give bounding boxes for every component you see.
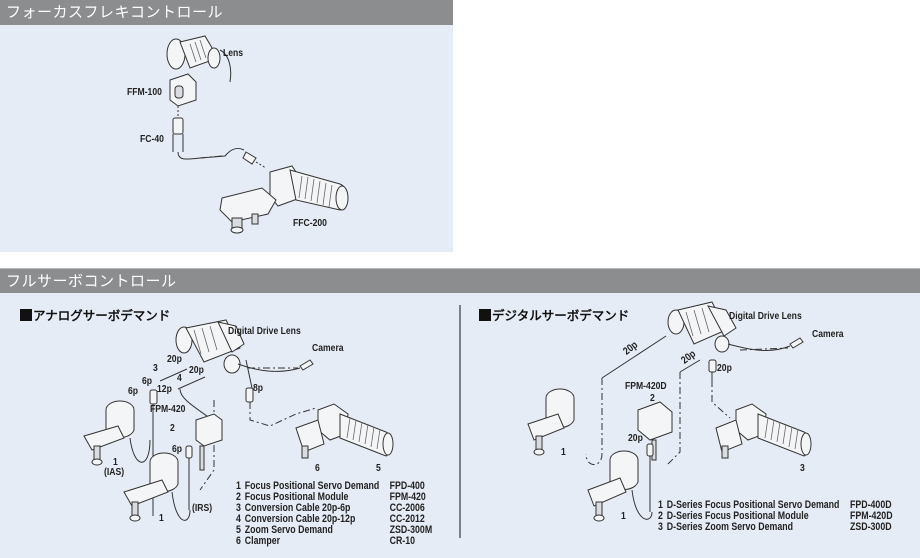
analog-servo-diagram bbox=[0, 0, 460, 558]
full-servo-title: フルサーボコントロール bbox=[6, 272, 177, 290]
legend-row: 5 Zoom Servo Demand bbox=[236, 525, 333, 536]
analog-callout-2: 2 bbox=[170, 422, 175, 434]
lens-illustration bbox=[167, 36, 231, 82]
legend-row: 2 Focus Positional Module bbox=[236, 492, 348, 503]
fpm-420-illustration bbox=[196, 414, 222, 470]
analog-callout-6: 6 bbox=[315, 462, 320, 474]
legend-row: 3 D-Series Zoom Servo Demand bbox=[658, 522, 793, 533]
legend-num: 1 bbox=[658, 499, 663, 511]
digital-legend: 1 D-Series Focus Positional Servo Demand… bbox=[658, 500, 920, 536]
legend-row: 4 Conversion Cable 20p-12p bbox=[236, 514, 355, 525]
ffc-200-illustration bbox=[220, 166, 348, 233]
legend-num: 6 bbox=[236, 535, 241, 547]
analog-12p-label: 12p bbox=[157, 383, 172, 395]
legend-num: 1 bbox=[236, 480, 241, 492]
zsd-300m-illustration bbox=[296, 404, 393, 458]
fpd-400d-illustration-a bbox=[528, 389, 574, 455]
analog-callout-4: 4 bbox=[177, 372, 182, 384]
analog-callout-1-irs: 1 bbox=[159, 512, 164, 524]
digital-callout-2: 2 bbox=[650, 392, 655, 404]
legend-model: CC-2012 bbox=[389, 513, 425, 525]
digital-heading-text: デジタルサーボデマンド bbox=[492, 308, 630, 323]
legend-row: 1 D-Series Focus Positional Servo Demand bbox=[658, 500, 839, 511]
legend-num: 4 bbox=[236, 513, 241, 525]
analog-callout-5: 5 bbox=[376, 462, 381, 474]
legend-model: FPM-420 bbox=[389, 491, 426, 503]
focus-flexi-section-header: フォーカスフレキコントロール bbox=[0, 0, 453, 25]
analog-lens-label: Digital Drive Lens bbox=[228, 325, 301, 337]
legend-name: D-Series Focus Positional Servo Demand bbox=[666, 499, 840, 511]
fpd-400-ias-illustration bbox=[84, 401, 150, 465]
legend-model: CR-10 bbox=[389, 535, 416, 547]
digital-callout-1-b: 1 bbox=[621, 510, 626, 522]
analog-irs-label: (IRS) bbox=[192, 502, 213, 514]
analog-fpm-420-label: FPM-420 bbox=[150, 403, 186, 415]
analog-camera-label: Camera bbox=[312, 342, 344, 354]
focus-flexi-title: フォーカスフレキコントロール bbox=[6, 3, 224, 21]
cable-4 bbox=[178, 377, 205, 389]
section-divider bbox=[459, 305, 461, 538]
legend-model: ZSD-300D bbox=[850, 521, 892, 533]
legend-num: 2 bbox=[236, 491, 241, 503]
legend-model: CC-2006 bbox=[389, 502, 425, 514]
digital-callout-1-a: 1 bbox=[561, 446, 566, 458]
analog-heading-text: アナログサーボデマンド bbox=[33, 308, 171, 323]
lens-label: Lens bbox=[223, 47, 244, 59]
legend-row: 3 Conversion Cable 20p-6p bbox=[236, 503, 350, 514]
legend-name: Conversion Cable 20p-12p bbox=[244, 513, 356, 525]
analog-6p-label-b: 6p bbox=[128, 385, 139, 397]
bullet-square-icon bbox=[479, 308, 491, 321]
legend-name: D-Series Focus Positional Module bbox=[666, 510, 809, 522]
ffm-100-illustration bbox=[170, 74, 196, 116]
analog-legend: 1 Focus Positional Servo Demand FPD-400 … bbox=[236, 481, 444, 551]
digital-20p-label-d: 20p bbox=[628, 432, 643, 444]
full-servo-section-header: フルサーボコントロール bbox=[0, 268, 920, 293]
fpm-420d-illustration bbox=[638, 402, 672, 460]
fc-40-illustration bbox=[173, 118, 266, 168]
digital-20p-label-c: 20p bbox=[717, 362, 732, 374]
zsd-300d-illustration bbox=[716, 404, 811, 458]
analog-6p-label-a: 6p bbox=[142, 375, 153, 387]
focus-flexi-diagram bbox=[0, 0, 460, 260]
analog-lens-illustration bbox=[176, 320, 313, 373]
fpd-400-irs-illustration bbox=[124, 453, 190, 521]
legend-num: 3 bbox=[658, 521, 663, 533]
legend-name: Zoom Servo Demand bbox=[244, 524, 333, 536]
ffm-100-label: FFM-100 bbox=[127, 86, 162, 98]
legend-num: 5 bbox=[236, 524, 241, 536]
legend-model: FPD-400 bbox=[389, 480, 425, 492]
legend-name: Focus Positional Module bbox=[244, 491, 349, 503]
digital-heading: デジタルサーボデマンド bbox=[479, 305, 629, 324]
fpd-400d-illustration-b bbox=[588, 451, 652, 521]
analog-heading: アナログサーボデマンド bbox=[20, 305, 170, 324]
analog-ias-label: (IAS) bbox=[104, 466, 125, 478]
digital-fpm-420d-label: FPM-420D bbox=[625, 380, 667, 392]
legend-name: D-Series Zoom Servo Demand bbox=[666, 521, 793, 533]
legend-num: 2 bbox=[658, 510, 663, 522]
analog-8p-label: 8p bbox=[253, 382, 264, 394]
cable-3 bbox=[160, 369, 187, 381]
digital-callout-3: 3 bbox=[800, 462, 805, 474]
legend-num: 3 bbox=[236, 502, 241, 514]
legend-row: 6 Clamper bbox=[236, 536, 280, 547]
analog-20p-label-b: 20p bbox=[189, 364, 204, 376]
ffc-200-label: FFC-200 bbox=[293, 217, 327, 229]
digital-lens-illustration bbox=[668, 302, 803, 352]
legend-name: Clamper bbox=[244, 535, 281, 547]
digital-lens-label: Digital Drive Lens bbox=[729, 310, 802, 322]
legend-name: Conversion Cable 20p-6p bbox=[244, 502, 351, 514]
legend-name: Focus Positional Servo Demand bbox=[244, 480, 380, 492]
legend-model: ZSD-300M bbox=[389, 524, 433, 536]
legend-model: FPD-400D bbox=[850, 499, 892, 511]
analog-callout-3: 3 bbox=[153, 362, 158, 374]
legend-row: 2 D-Series Focus Positional Module bbox=[658, 511, 809, 522]
analog-20p-label-a: 20p bbox=[167, 353, 182, 365]
digital-camera-label: Camera bbox=[812, 328, 844, 340]
analog-callout-1-ias: 1 bbox=[113, 456, 118, 468]
fc-40-label: FC-40 bbox=[140, 133, 164, 145]
bullet-square-icon bbox=[20, 308, 32, 321]
legend-model: FPM-420D bbox=[850, 510, 893, 522]
analog-6p-label-c: 6p bbox=[172, 443, 183, 455]
legend-row: 1 Focus Positional Servo Demand bbox=[236, 481, 379, 492]
